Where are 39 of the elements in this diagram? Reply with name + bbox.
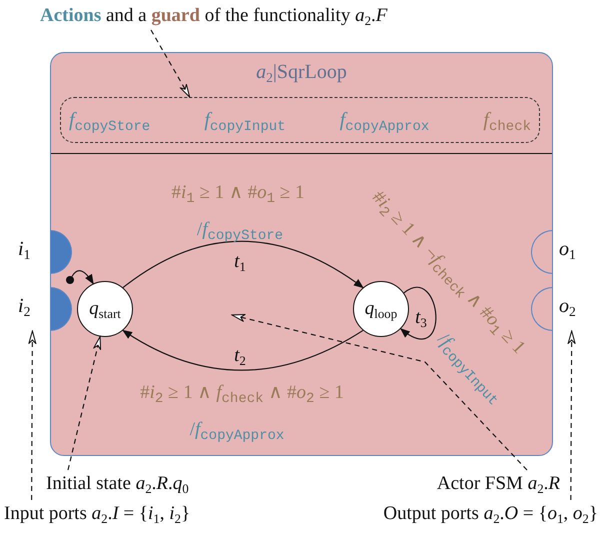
annotation-text: Initial state a$_{2}$.R.q$_{0}$ [46,470,246,496]
functionality-box [60,97,540,143]
state-label: q$_{start}$ [89,298,121,320]
function-label: f$_{copyInput}$ [204,108,286,132]
port-label: o$_{1}$ [559,238,576,261]
transition-label: t$_{3}$ [415,307,427,329]
annotation-text: Input ports a$_{2}$.I = {i$_{1}$, i$_{2}$} [4,500,294,530]
state-circle [77,281,133,337]
transition-label: t$_{1}$ [234,251,246,273]
guard-label: #i$_{1}$ ≥ 1 ∧ #o$_{1}$ ≥ 1 [172,181,304,204]
transition-arrow [400,287,436,340]
annotation-text: Output ports a$_{2}$.O = {o$_{1}$, o$_{2}$} [296,500,598,530]
initial-dot [66,276,74,284]
annotation-text: Actions and a guard of the functionality a$_{2}$.F [40,2,398,30]
leader-arrow [568,330,576,500]
actor-box [50,52,553,456]
state-label: q$_{loop}$ [364,298,398,320]
port-label: o$_{2}$ [559,295,576,318]
function-label: f$_{copyApprox}$ [340,108,430,132]
output-port [531,287,553,331]
port-label: i$_{1}$ [18,238,30,261]
state-circle [353,281,409,337]
transition-arrow [122,330,364,371]
transition-arrow [122,240,364,288]
action-label: /f$_{copyStore}$ [196,219,284,241]
action-label: /f$_{copyApprox}$ [190,419,284,441]
guard-label: #i$_{2}$ ≥ 1 ∧ f$_{check}$ ∧ #o$_{2}$ ≥ 1 [140,381,344,404]
input-port [50,230,72,274]
function-label: f$_{check}$ [483,108,531,132]
port-label: i$_{2}$ [18,295,30,318]
actor-title: a$_{2}$|SqrLoop [255,61,348,84]
function-label: f$_{copyStore}$ [69,108,150,132]
output-port [531,230,553,274]
leader-arrow [28,330,36,500]
transition-label: t$_{2}$ [234,345,246,367]
leader-arrow [150,30,190,98]
leader-arrow [232,314,528,470]
annotation-text: Actor FSM a$_{2}$.R [360,470,560,496]
input-port [50,287,72,331]
